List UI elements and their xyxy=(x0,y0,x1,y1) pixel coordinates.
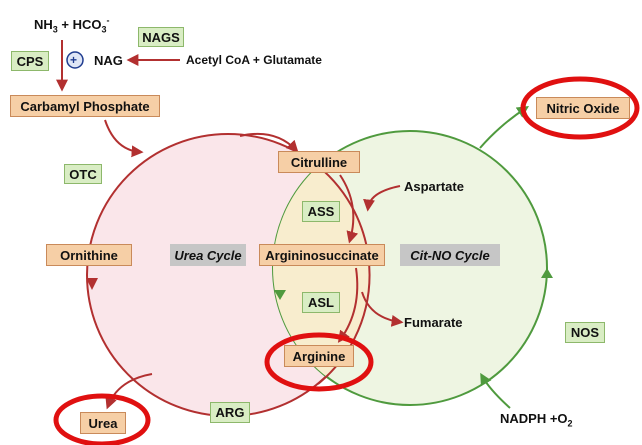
arginine-box: Arginine xyxy=(284,345,354,367)
asl-enzyme: ASL xyxy=(302,292,340,313)
arginine-to-urea-arrow xyxy=(105,373,153,410)
nadph-label: NADPH +O2 xyxy=(500,411,573,429)
nitric-oxide-box: Nitric Oxide xyxy=(536,97,630,119)
urea-box: Urea xyxy=(80,412,126,434)
cycle-to-citrulline-arrow xyxy=(239,132,299,153)
ornithine-box: Ornithine xyxy=(46,244,132,266)
citno-arrowhead-left xyxy=(274,290,286,300)
carbamyl-to-cycle-arrow xyxy=(104,119,144,158)
nadph-input-arrow xyxy=(480,372,511,409)
citno-cycle-label: Cit-NO Cycle xyxy=(400,244,500,266)
plus-circle-icon xyxy=(66,51,84,69)
cycle-to-nitric-oxide-arrow xyxy=(479,106,530,149)
urea-cycle-arrowhead-top xyxy=(86,278,98,290)
carbamyl-phosphate-box: Carbamyl Phosphate xyxy=(10,95,160,117)
citrulline-to-argininosuccinate-arrow xyxy=(339,174,359,244)
nag-label: NAG xyxy=(94,53,123,68)
aspartate-input-arrow xyxy=(363,185,401,212)
cps-enzyme: CPS xyxy=(11,51,49,71)
urea-highlight-ring xyxy=(53,393,151,445)
urea-cycle-label: Urea Cycle xyxy=(170,244,246,266)
acetyl-coa-label: Acetyl CoA + Glutamate xyxy=(186,53,322,67)
nags-enzyme: NAGS xyxy=(138,27,184,47)
citrulline-box: Citrulline xyxy=(278,151,360,173)
fumarate-output-arrow xyxy=(361,291,404,327)
arginine-highlight-ring xyxy=(264,332,374,392)
plus-symbol: + xyxy=(70,53,78,67)
otc-enzyme: OTC xyxy=(64,164,102,184)
argininosuccinate-box: Argininosuccinate xyxy=(259,244,385,266)
arg-enzyme: ARG xyxy=(210,402,250,423)
nos-enzyme: NOS xyxy=(565,322,605,343)
argininosuccinate-to-arginine-arrow xyxy=(337,267,359,343)
citno-arrowhead-right xyxy=(541,268,553,278)
ass-enzyme: ASS xyxy=(302,201,340,222)
fumarate-label: Fumarate xyxy=(404,315,463,330)
reactants-label: NH3 + HCO3- xyxy=(34,15,110,35)
aspartate-label: Aspartate xyxy=(404,179,464,194)
nitric-oxide-highlight-ring xyxy=(520,76,640,140)
